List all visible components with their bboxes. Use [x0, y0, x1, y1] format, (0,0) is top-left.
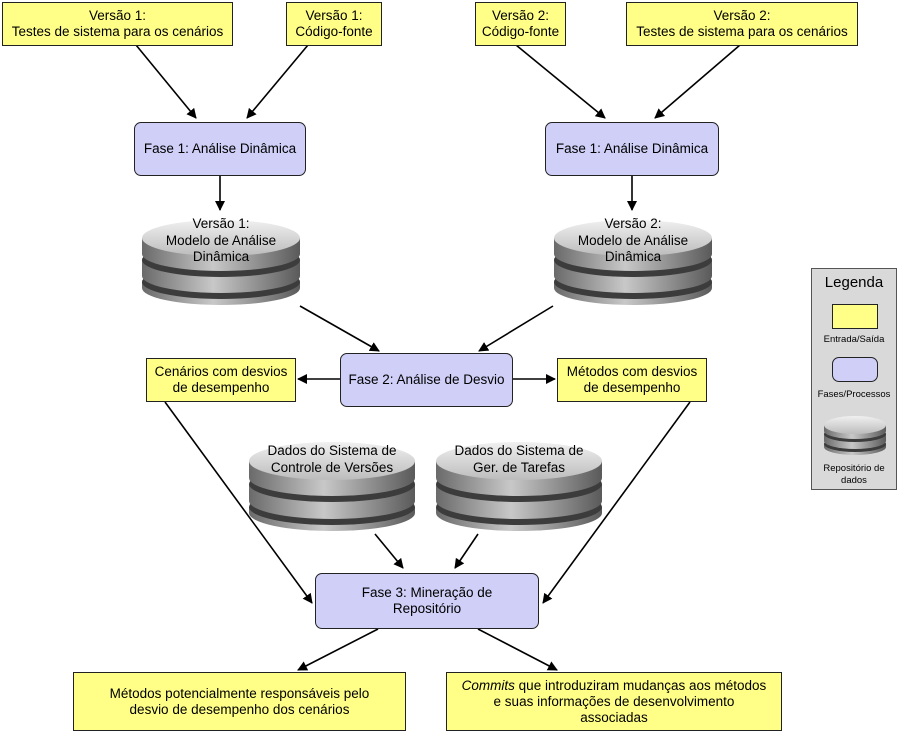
input-v2-code: Versão 2: Código-fonte	[475, 2, 566, 46]
repo-v2-model: Versão 2: Modelo de Análise Dinâmica	[553, 210, 713, 306]
phase1-left-label: Fase 1: Análise Dinâmica	[143, 141, 297, 156]
database-icon	[436, 442, 602, 531]
phase1-right-label: Fase 1: Análise Dinâmica	[555, 141, 709, 156]
arrow-vcs-to-phase3	[374, 533, 404, 569]
repo-vcs: Dados do Sistema de Controle de Versões	[248, 432, 416, 532]
repo-tasks-label: Dados do Sistema de Ger. de Tarefas	[435, 443, 603, 476]
input-v1-code: Versão 1: Código-fonte	[286, 2, 382, 46]
legend-process-swatch	[832, 357, 878, 382]
output-commits-line2: e suas informações de desenvolvimento	[493, 693, 735, 709]
phase3-line1: Fase 3: Mineração de	[361, 585, 493, 600]
repo-v1-model-line1: Versão 1:	[192, 216, 250, 231]
phase2-label: Fase 2: Análise de Desvio	[348, 372, 505, 387]
repo-v1-model-line3: Dinâmica	[192, 249, 250, 264]
arrow-phase3-to-methodsresp	[297, 628, 379, 671]
input-v1-code-line1: Versão 1:	[305, 8, 363, 23]
repo-vcs-label: Dados do Sistema de Controle de Versões	[248, 443, 416, 476]
input-v2-tests: Versão 2: Testes de sistema para os cená…	[626, 2, 858, 46]
output-methods-responsible: Métodos potencialmente responsáveis pelo…	[73, 672, 406, 731]
phase3-box: Fase 3: Mineração de Repositório	[315, 573, 539, 629]
scenarios-line1: Cenários com desvios	[154, 364, 288, 379]
output-methods-line2: desvio de desempenho dos cenários	[129, 701, 350, 717]
repo-v2-model-line3: Dinâmica	[604, 249, 662, 264]
legend-title: Legenda	[824, 274, 884, 291]
scenarios-deviation-box: Cenários com desvios de desempenho	[146, 358, 296, 402]
database-icon	[249, 442, 415, 531]
arrow-v1tests-to-phase1	[135, 44, 197, 119]
repo-tasks-line2: Ger. de Tarefas	[472, 459, 566, 475]
input-v1-tests-line1: Versão 1:	[88, 8, 147, 23]
legend-repo-caption: Repositório de dados	[812, 463, 896, 487]
legend-io-caption: Entrada/Saída	[823, 334, 885, 345]
phase1-right-box: Fase 1: Análise Dinâmica	[545, 122, 719, 176]
arrow-v2code-to-phase1	[515, 44, 606, 119]
input-v2-code-line1: Versão 2:	[491, 8, 550, 23]
repo-vcs-line1: Dados do Sistema de	[267, 443, 397, 458]
input-v1-code-line2: Código-fonte	[295, 24, 373, 39]
arrow-tasks-to-phase3	[454, 533, 479, 569]
input-v2-code-line2: Código-fonte	[481, 24, 560, 39]
phase3-line2: Repositório	[392, 601, 462, 616]
legend-repo-line1: Repositório de	[823, 463, 885, 474]
repo-v2-model-line2: Modelo de Análise	[577, 232, 689, 248]
repo-v1-model: Versão 1: Modelo de Análise Dinâmica	[141, 210, 301, 306]
legend-database-icon	[824, 416, 886, 455]
arrow-v2tests-to-phase1	[654, 44, 741, 119]
database-icon	[554, 220, 712, 305]
arrow-model1-to-phase2	[299, 305, 380, 352]
database-icon	[142, 220, 300, 305]
repo-v2-model-line1: Versão 2:	[604, 216, 662, 231]
output-commits: Commits que introduziram mudanças aos mé…	[446, 672, 782, 731]
arrow-v1code-to-phase1	[246, 44, 309, 119]
methods-line2: de desempenho	[583, 380, 681, 395]
repo-v1-model-line2: Modelo de Análise	[165, 232, 277, 248]
input-v1-tests-line2: Testes de sistema para os cenários	[11, 24, 224, 39]
legend-process-caption: Fases/Processos	[817, 389, 891, 400]
legend: Legenda Entrada/Saída Fases/Processos Re…	[811, 268, 897, 490]
input-v2-tests-line2: Testes de sistema para os cenários	[636, 24, 848, 39]
repo-tasks-line1: Dados do Sistema de	[454, 443, 584, 458]
legend-repo-line2: dados	[841, 475, 867, 486]
output-commits-italic: Commits	[461, 677, 515, 693]
repo-v2-model-label: Versão 2: Modelo de Análise Dinâmica	[553, 216, 713, 266]
repo-tasks: Dados do Sistema de Ger. de Tarefas	[435, 432, 603, 532]
output-commits-rest: que introduziram mudanças aos métodos	[514, 677, 767, 693]
legend-io-swatch	[832, 304, 878, 329]
repo-vcs-line2: Controle de Versões	[270, 459, 394, 475]
output-commits-line1: Commits que introduziram mudanças aos mé…	[462, 678, 767, 694]
methods-line1: Métodos com desvios	[566, 364, 698, 379]
phase1-left-box: Fase 1: Análise Dinâmica	[134, 122, 306, 176]
arrow-phase3-to-commits	[477, 628, 558, 671]
phase2-box: Fase 2: Análise de Desvio	[340, 353, 513, 407]
arrow-model2-to-phase2	[478, 305, 554, 352]
scenarios-line2: de desempenho	[172, 380, 270, 395]
output-commits-line3: associadas	[580, 709, 648, 725]
input-v2-tests-line1: Versão 2:	[713, 8, 771, 23]
methods-deviation-box: Métodos com desvios de desempenho	[557, 358, 707, 402]
arrow-scenarios-to-phase3	[164, 401, 313, 604]
arrow-methods-to-phase3	[542, 401, 691, 604]
input-v1-tests: Versão 1: Testes de sistema para os cená…	[2, 2, 233, 46]
output-methods-line1: Métodos potencialmente responsáveis pelo	[109, 685, 370, 701]
repo-v1-model-label: Versão 1: Modelo de Análise Dinâmica	[141, 216, 301, 266]
